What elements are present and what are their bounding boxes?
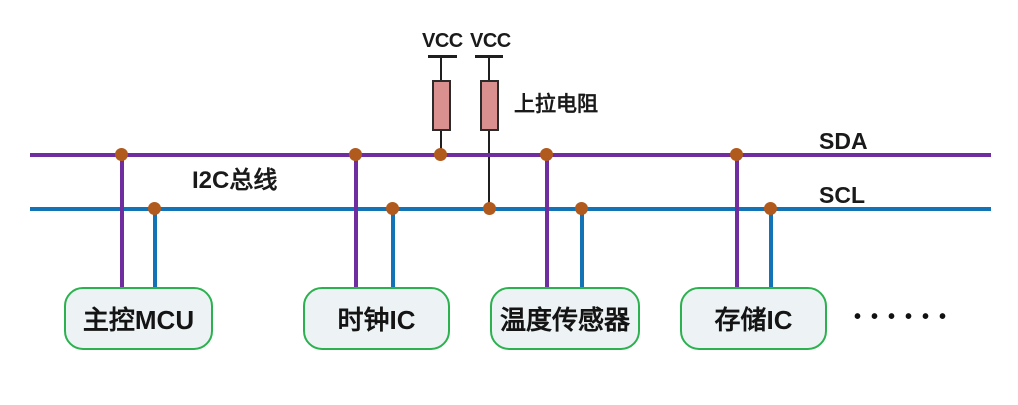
clock-sda-wire xyxy=(354,155,358,288)
pullup-resistor-sda xyxy=(432,80,451,131)
device-label-temp-sensor: 温度传感器 xyxy=(499,305,630,335)
junction-dot-sda-pullup xyxy=(434,148,447,161)
storage-scl-wire xyxy=(769,209,773,288)
sda-label: SDA xyxy=(819,128,868,154)
i2c-bus-label: I2C总线 xyxy=(192,167,278,194)
pullup-resistor-label: 上拉电阻 xyxy=(514,93,598,116)
sensor-scl-wire xyxy=(580,209,584,288)
junction-dot-scl-pullup xyxy=(483,202,496,215)
device-label-main-mcu: 主控MCU xyxy=(82,305,195,335)
more-devices-ellipsis: •••••• xyxy=(854,306,957,328)
storage-sda-wire xyxy=(735,155,739,288)
junction-dot-scl-sensor xyxy=(575,202,588,215)
vcc-rail-bar-left xyxy=(428,55,457,58)
junction-dot-sda-sensor xyxy=(540,148,553,161)
pullup-wire-scl xyxy=(488,56,490,210)
vcc-label-left: VCC xyxy=(422,30,463,52)
device-box-clock-ic: 时钟IC xyxy=(303,287,450,350)
junction-dot-scl-clock xyxy=(386,202,399,215)
mcu-sda-wire xyxy=(120,155,124,288)
device-label-storage-ic: 存储IC xyxy=(714,305,793,335)
junction-dot-scl-storage xyxy=(764,202,777,215)
junction-dot-sda-clock xyxy=(349,148,362,161)
junction-dot-scl-mcu xyxy=(148,202,161,215)
scl-bus-line xyxy=(30,207,991,211)
device-box-temp-sensor: 温度传感器 xyxy=(490,287,640,350)
scl-label: SCL xyxy=(819,182,865,208)
pullup-resistor-scl xyxy=(480,80,499,131)
vcc-label-right: VCC xyxy=(470,30,511,52)
vcc-rail-bar-right xyxy=(475,55,503,58)
device-label-clock-ic: 时钟IC xyxy=(337,305,416,335)
mcu-scl-wire xyxy=(153,209,157,288)
device-box-main-mcu: 主控MCU xyxy=(64,287,213,350)
junction-dot-sda-mcu xyxy=(115,148,128,161)
clock-scl-wire xyxy=(391,209,395,288)
junction-dot-sda-storage xyxy=(730,148,743,161)
device-box-storage-ic: 存储IC xyxy=(680,287,827,350)
sda-bus-line xyxy=(30,153,991,157)
sensor-sda-wire xyxy=(545,155,549,288)
